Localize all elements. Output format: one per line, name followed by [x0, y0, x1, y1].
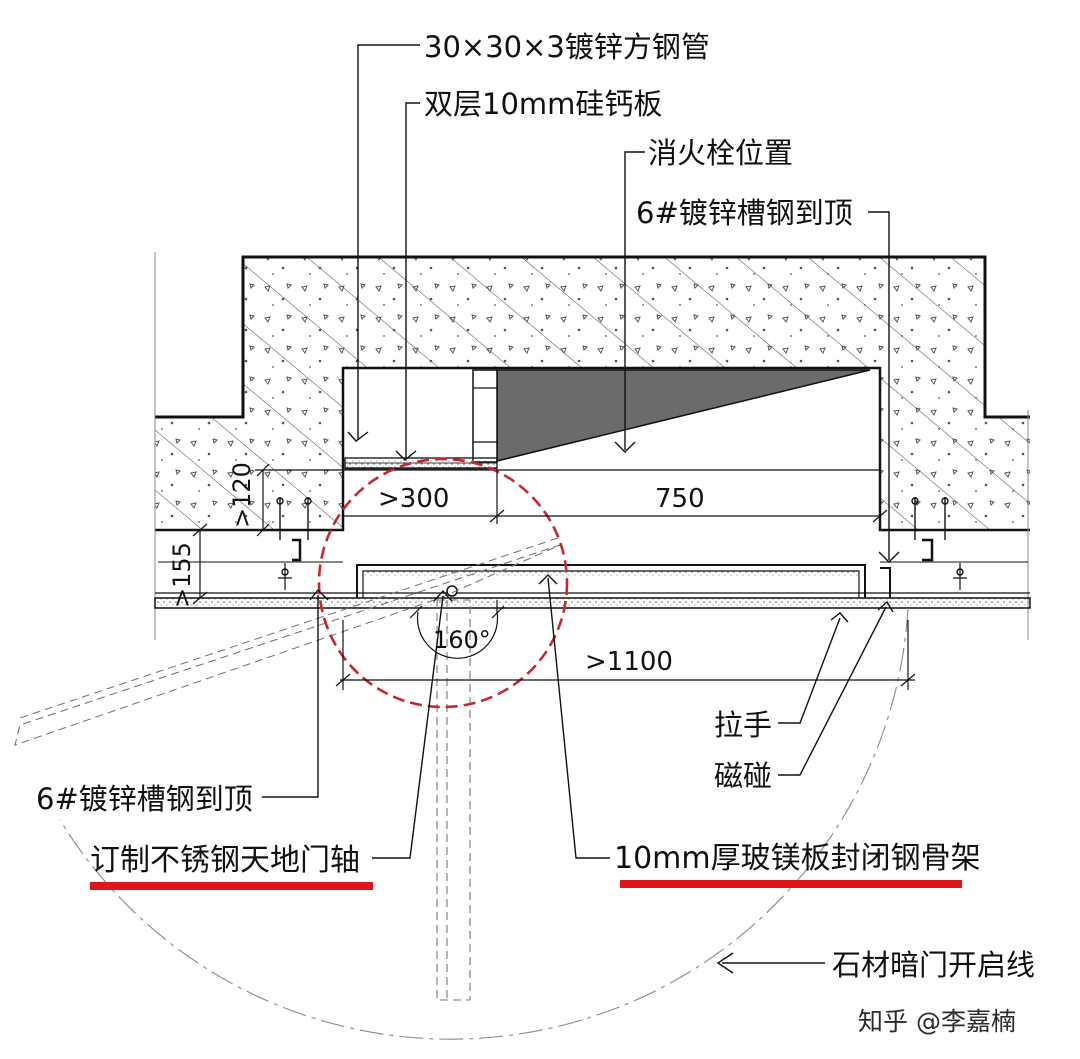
dim-750: 750	[655, 484, 705, 514]
door-opening-arc	[59, 607, 909, 1040]
label-opening-line: 石材暗门开启线	[832, 948, 1035, 982]
leader-lines	[262, 44, 900, 974]
anchor-bolts-left	[158, 497, 343, 590]
pivot-underline	[90, 882, 373, 890]
hydrant-position-wedge	[472, 369, 871, 463]
highlight-circle	[317, 457, 569, 709]
stone-door-panel	[154, 564, 1031, 609]
dimension-lines	[192, 463, 916, 690]
label-mgo-board: 10mm厚玻镁板封闭钢骨架	[614, 841, 981, 876]
dim-300: >300	[378, 484, 449, 514]
label-magnet: 磁碰	[714, 759, 772, 793]
label-double-board: 双层10mm硅钙板	[424, 87, 662, 121]
dim-120: >120	[228, 462, 256, 528]
label-pivot: 订制不锈钢天地门轴	[90, 843, 360, 878]
open-door-dashed-outline	[14, 537, 561, 1001]
label-hydrant-position: 消火栓位置	[648, 136, 793, 170]
dim-angle: 160°	[433, 626, 491, 654]
watermark: 知乎 @李嘉楠	[858, 1007, 1016, 1036]
anchor-bolts-right	[880, 497, 1028, 598]
label-handle: 拉手	[714, 708, 772, 742]
label-square-tube: 30×30×3镀锌方钢管	[424, 30, 710, 64]
label-channel-steel-right: 6#镀锌槽钢到顶	[636, 196, 853, 230]
dim-155: >155	[168, 542, 196, 608]
dim-1100: >1100	[585, 647, 673, 677]
double-calcium-silicate-board	[343, 457, 880, 471]
label-channel-steel-left: 6#镀锌槽钢到顶	[36, 782, 253, 816]
mgo-underline	[620, 880, 962, 888]
